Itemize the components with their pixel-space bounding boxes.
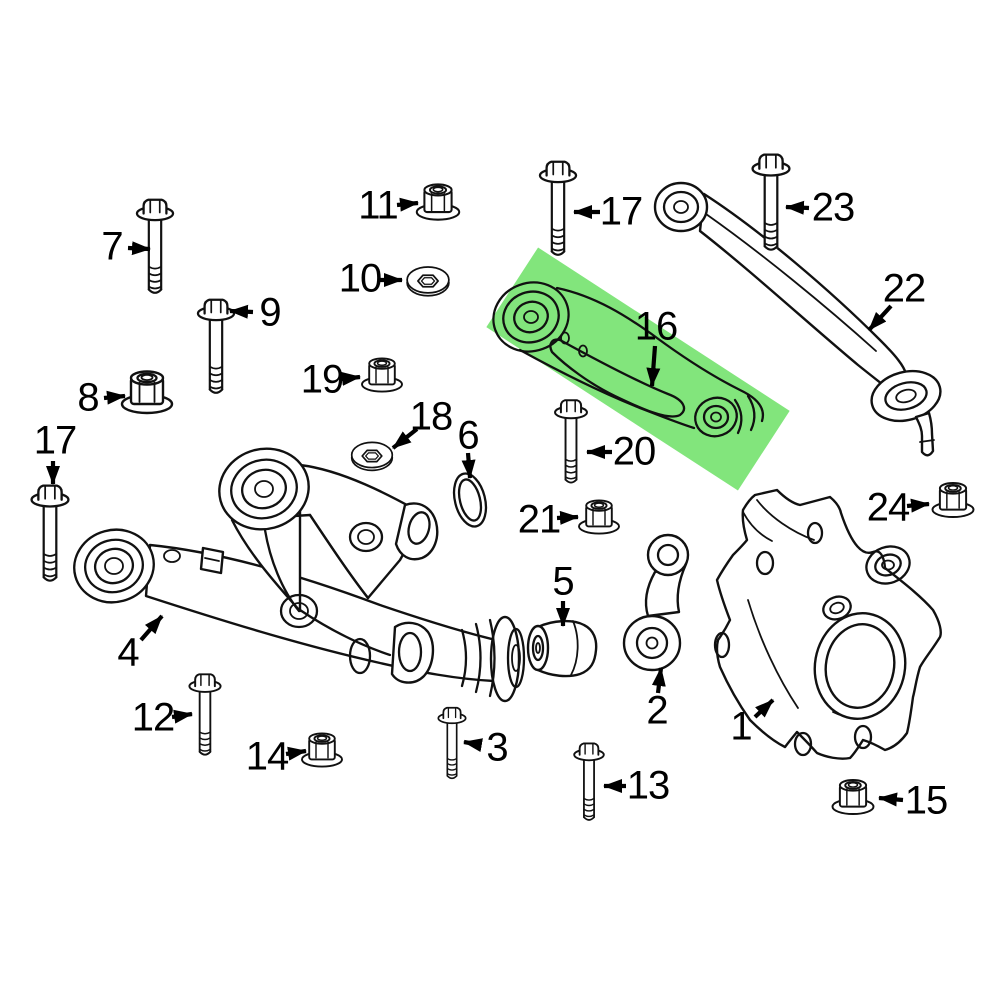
callout-arrow-3 [463, 738, 483, 753]
upper-control-arm-16 [492, 281, 765, 438]
callout-arrow-19 [340, 371, 361, 386]
callout-label-8: 8 [77, 375, 99, 420]
callout-arrow-1 [753, 698, 775, 719]
nut-19 [361, 357, 403, 393]
callout-arrows [46, 197, 930, 807]
callout-arrow-8 [103, 390, 126, 405]
callout-label-3: 3 [486, 725, 508, 770]
callout-arrow-7 [127, 241, 151, 256]
callout-arrow-4 [139, 614, 164, 642]
bolt-13 [573, 742, 605, 821]
bolt-20 [554, 399, 588, 484]
callout-arrow-22 [867, 304, 893, 332]
callout-arrow-24 [906, 498, 930, 513]
callout-arrow-2 [651, 667, 666, 694]
callout-label-6: 6 [457, 413, 479, 458]
stabilizer-link-2 [622, 533, 690, 672]
callout-arrow-16 [646, 345, 661, 387]
callout-label-5: 5 [552, 559, 574, 604]
callout-label-2: 2 [646, 688, 668, 733]
callout-label-13: 13 [626, 763, 670, 808]
nut-11 [415, 183, 461, 221]
callout-label-16: 16 [634, 304, 678, 349]
callout-arrow-15 [878, 792, 904, 807]
callout-label-7: 7 [101, 224, 123, 269]
guide-arm-22 [653, 181, 942, 457]
callout-label-17-top: 17 [599, 189, 643, 234]
wheel-knuckle-1 [713, 488, 942, 760]
callout-arrow-6 [461, 452, 476, 479]
lower-control-arm-4 [73, 447, 526, 703]
callout-label-19: 19 [300, 357, 344, 402]
nut-15 [831, 779, 875, 816]
washer-18 [350, 441, 394, 472]
callout-label-14: 14 [245, 734, 289, 779]
callout-label-15: 15 [904, 778, 948, 823]
callout-arrow-11 [396, 197, 419, 212]
callout-label-22: 22 [882, 266, 926, 311]
bolt-9 [196, 298, 236, 394]
highlight-part-16 [486, 247, 790, 491]
callout-label-24: 24 [866, 485, 910, 530]
bushing-5 [526, 619, 598, 678]
callout-label-20: 20 [612, 429, 656, 474]
callout-arrow-12 [171, 709, 193, 724]
callout-label-4: 4 [117, 630, 139, 675]
callout-label-23: 23 [811, 185, 855, 230]
callout-label-17-left: 17 [33, 418, 77, 463]
callout-arrow-14 [285, 746, 307, 761]
bolt-17-top [538, 160, 578, 256]
bolt-7 [135, 198, 175, 294]
callout-label-10: 10 [338, 256, 382, 301]
nut-24 [931, 482, 975, 519]
bolt-3 [437, 706, 467, 780]
callout-label-18: 18 [409, 394, 453, 439]
nut-21 [578, 499, 620, 535]
bolt-17-left [30, 484, 70, 582]
callout-arrow-23 [785, 200, 810, 215]
callout-label-9: 9 [259, 290, 281, 335]
nut-14 [301, 732, 343, 768]
callout-label-12: 12 [131, 695, 175, 740]
callout-arrow-18 [391, 427, 419, 450]
callout-label-11: 11 [358, 183, 399, 228]
o-ring-6 [452, 472, 488, 528]
bolt-12 [188, 673, 222, 756]
callout-arrow-9 [229, 304, 254, 319]
plug-washer-10 [406, 266, 450, 297]
callout-arrow-21 [556, 510, 579, 525]
nut-8 [120, 370, 174, 415]
callout-label-21: 21 [517, 497, 561, 542]
callout-label-1: 1 [730, 704, 752, 749]
